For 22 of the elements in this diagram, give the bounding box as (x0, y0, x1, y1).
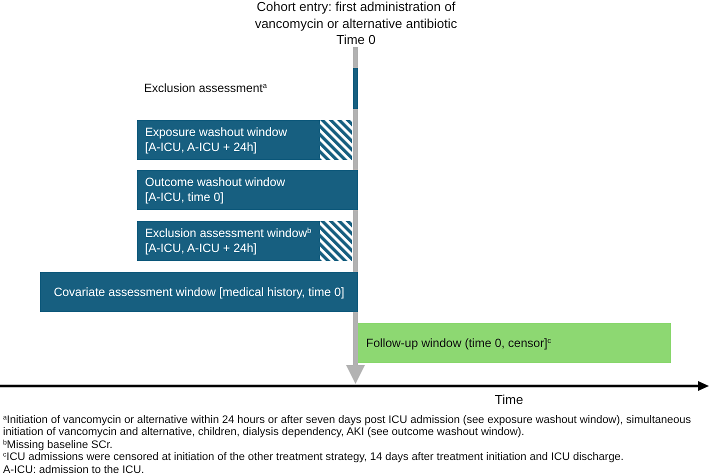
window-interval: [A-ICU, A-ICU + 24h] (145, 241, 257, 256)
window-interval: [A-ICU, time 0] (145, 190, 224, 205)
window-bar (40, 272, 358, 312)
window-bar (137, 221, 352, 261)
window-interval: [A-ICU, A-ICU + 24h] (145, 140, 257, 155)
footnote: A-ICU: admission to the ICU. (3, 464, 146, 476)
window-bar (137, 120, 352, 160)
assessment-bar (353, 68, 358, 109)
footnote: $^{b}$Missing baseline SCr. (3, 438, 114, 452)
axis-label: Time (494, 392, 524, 408)
window-label: Follow-up window (time 0, censor]$^{c}$ (366, 336, 552, 350)
window-name: Exposure washout window (145, 125, 288, 140)
assessment-label: Exclusion assessment$^{a}$ (144, 81, 267, 96)
footnote: $^{a}$Initiation of vancomycin or alternative within 24 hours or after seven days post ICU admission (see exposure washout window), simultaneous initiation of vancomycin and alternative, children, dialysis dependency, AKI (see outcome washout window). (3, 414, 692, 439)
window-label: Covariate assessment window [medical history, time 0] (54, 284, 344, 300)
footnote: $^{c}$ICU admissions were censored at initiation of the other treatment strategy, 14 days after treatment initiation and ICU discharge. (3, 451, 625, 464)
follow-up-bar (358, 323, 671, 363)
window-name: Outcome washout window (145, 175, 286, 190)
window-name: Exclusion assessment window$^{b}$ (145, 226, 312, 241)
time-zero-label: Time 0 (335, 32, 377, 48)
cohort-entry-heading: Cohort entry: first administration of vancomycin or alternative antibiotic (254, 0, 458, 32)
window-bar (137, 170, 358, 210)
